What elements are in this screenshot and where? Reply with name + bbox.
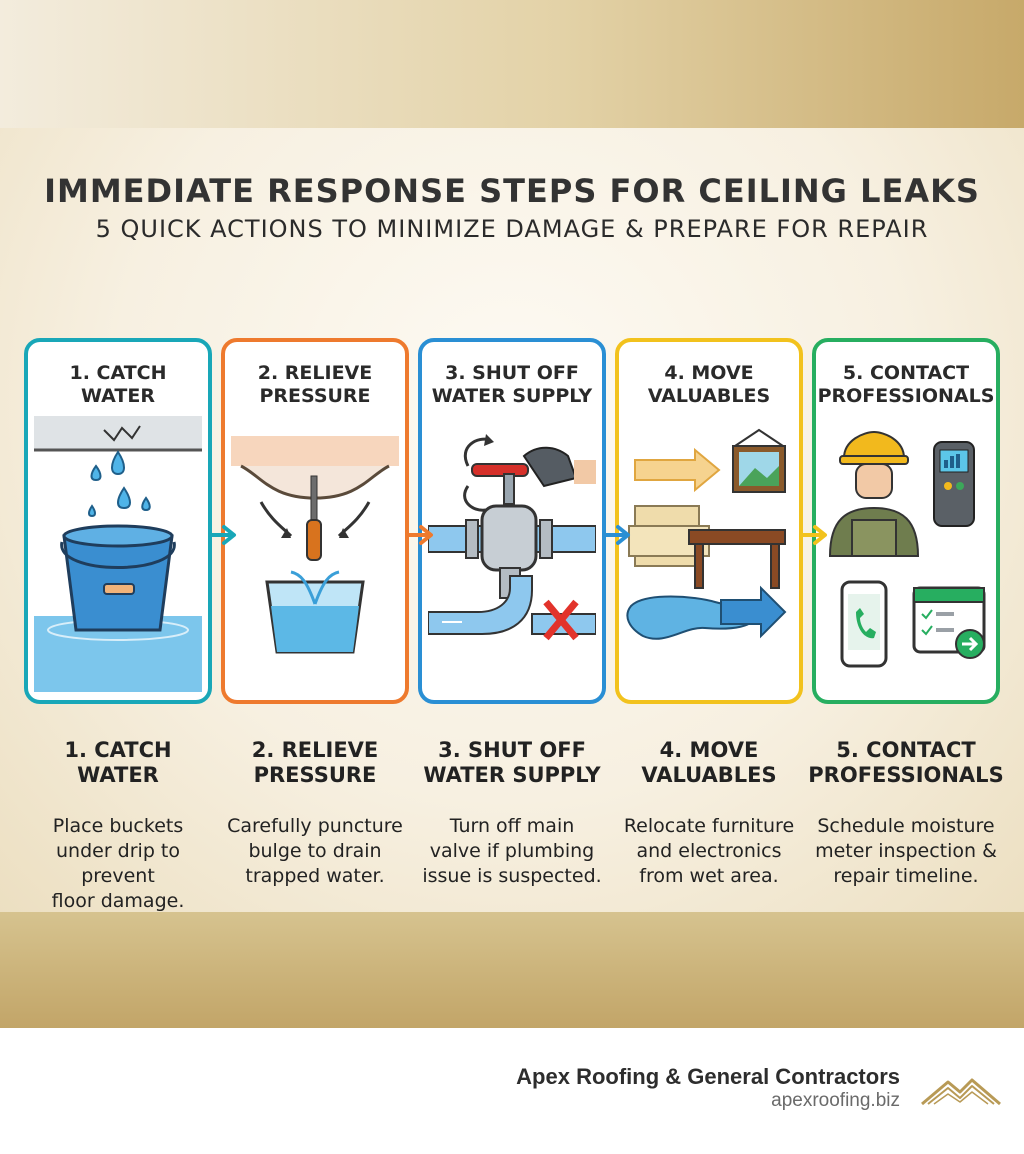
company-url[interactable]: apexroofing.biz — [771, 1090, 900, 1111]
step-heading: 4. MOVE VALUABLES — [641, 738, 777, 787]
arrow-right-icon — [208, 525, 236, 545]
furniture-icon — [626, 428, 787, 640]
step-heading: 5. CONTACT PROFESSIONALS — [808, 738, 1004, 787]
step-card-contact-professionals: 5. CONTACT PROFESSIONALS — [812, 338, 1000, 704]
arrow-right-icon — [799, 525, 827, 545]
step-card-title: 5. CONTACT PROFESSIONALS — [817, 362, 995, 407]
page-subtitle: 5 QUICK ACTIONS TO MINIMIZE DAMAGE & PRE… — [95, 215, 929, 243]
step-description: Relocate furniture and electronics from … — [623, 815, 795, 887]
top-decorative-band — [0, 0, 1024, 130]
step-heading: 1. CATCH WATER — [64, 738, 172, 787]
step-card-title: 3. SHUT OFF WATER SUPPLY — [431, 362, 593, 407]
bottom-decorative-band — [0, 912, 1024, 1028]
step-card-move-valuables: 4. MOVE VALUABLES — [615, 338, 803, 704]
step-card-shut-off-water: 3. SHUT OFF WATER SUPPLY — [418, 338, 606, 704]
step-heading: 3. SHUT OFF WATER SUPPLY — [423, 738, 601, 787]
step-card-title: 1. CATCH WATER — [69, 362, 167, 407]
contractor-icon — [828, 430, 986, 668]
step-card-relieve-pressure: 2. RELIEVE PRESSURE — [221, 338, 409, 704]
step-description: Schedule moisture meter inspection & rep… — [815, 815, 997, 887]
step-card-title: 4. MOVE VALUABLES — [647, 362, 771, 407]
roof-logo-icon — [921, 1078, 1001, 1106]
valve-icon — [428, 434, 596, 641]
step-description: Place buckets under drip to prevent floo… — [51, 815, 185, 912]
step-description: Carefully puncture bulge to drain trappe… — [227, 815, 403, 887]
company-name: Apex Roofing & General Contractors — [516, 1064, 900, 1089]
footer — [0, 1028, 1024, 1154]
bucket-icon — [34, 416, 202, 692]
step-description: Turn off main valve if plumbing issue is… — [422, 815, 602, 887]
step-heading: 2. RELIEVE PRESSURE — [251, 738, 379, 787]
page-title: IMMEDIATE RESPONSE STEPS FOR CEILING LEA… — [44, 172, 980, 210]
arrow-right-icon — [405, 525, 433, 545]
step-card-title: 2. RELIEVE PRESSURE — [257, 362, 373, 407]
arrow-right-icon — [602, 525, 630, 545]
step-card-catch-water: 1. CATCH WATER — [24, 338, 212, 704]
screwdriver-icon — [231, 436, 399, 654]
